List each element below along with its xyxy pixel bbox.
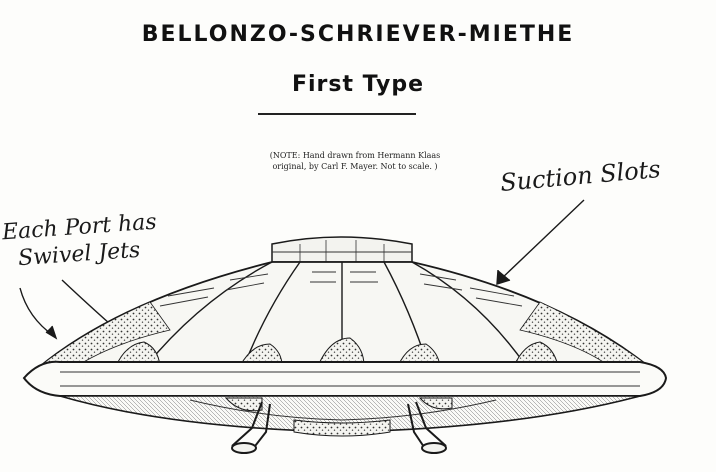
saucer-upper-hull <box>35 261 651 369</box>
callout-arrow-slots <box>496 199 585 285</box>
saucer-lower-hull <box>59 395 641 437</box>
drawing-note-line-2: original, by Carl F. Mayer. Not to scale… <box>272 162 438 171</box>
landing-gear-right <box>407 401 447 454</box>
landing-gear-left <box>231 401 271 454</box>
saucer-rim <box>22 360 668 397</box>
saucer-dome <box>271 236 413 263</box>
diagram-title: BELLONZO-SCHRIEVER-MIETHE <box>141 22 575 47</box>
diagram-subtitle: First Type <box>291 72 425 97</box>
drawing-note: (NOTE: Hand drawn from Hermann Klaas ori… <box>200 150 510 172</box>
subtitle-underline <box>258 113 416 115</box>
drawing-note-line-1: (NOTE: Hand drawn from Hermann Klaas <box>269 151 441 160</box>
